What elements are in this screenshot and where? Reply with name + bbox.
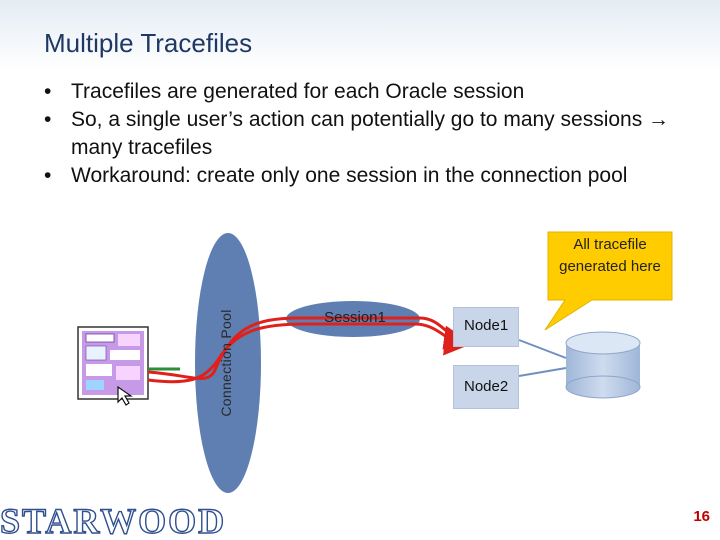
node-connectors bbox=[518, 339, 567, 377]
bullet-marker: • bbox=[44, 80, 52, 103]
node2-label: Node2 bbox=[464, 378, 509, 395]
node1-label: Node1 bbox=[464, 317, 509, 334]
connection-pool-label: Connection Pool bbox=[218, 309, 234, 417]
page-number: 16 bbox=[693, 508, 710, 525]
bullet-text: Workaround: create only one session in t… bbox=[71, 164, 628, 187]
database-cylinder-icon bbox=[565, 331, 641, 399]
callout-text: All tracefile generated here bbox=[559, 236, 661, 275]
bullet-marker: • bbox=[44, 164, 52, 187]
callout-bubble bbox=[544, 231, 673, 331]
header-band bbox=[0, 0, 720, 70]
bullet-text: Tracefiles are generated for each Oracle… bbox=[71, 80, 525, 103]
session-label: Session1 bbox=[324, 309, 386, 326]
node1-box: Node1 bbox=[453, 307, 519, 347]
bullet-item: • Tracefiles are generated for each Orac… bbox=[44, 78, 684, 106]
browser-window-icon bbox=[77, 326, 149, 406]
bullet-text: So, a single user’s action can potential… bbox=[71, 108, 670, 159]
node2-box: Node2 bbox=[453, 365, 519, 409]
bullet-list: • Tracefiles are generated for each Orac… bbox=[44, 78, 684, 190]
slide-title: Multiple Tracefiles bbox=[44, 28, 253, 58]
request-paths bbox=[147, 316, 468, 384]
bullet-marker: • bbox=[44, 108, 52, 131]
connection-pool-ellipse bbox=[195, 233, 261, 493]
bullet-item: • Workaround: create only one session in… bbox=[44, 162, 684, 190]
starwood-logo: STARWOOD bbox=[0, 500, 227, 540]
bullet-item: • So, a single user’s action can potenti… bbox=[44, 106, 684, 162]
